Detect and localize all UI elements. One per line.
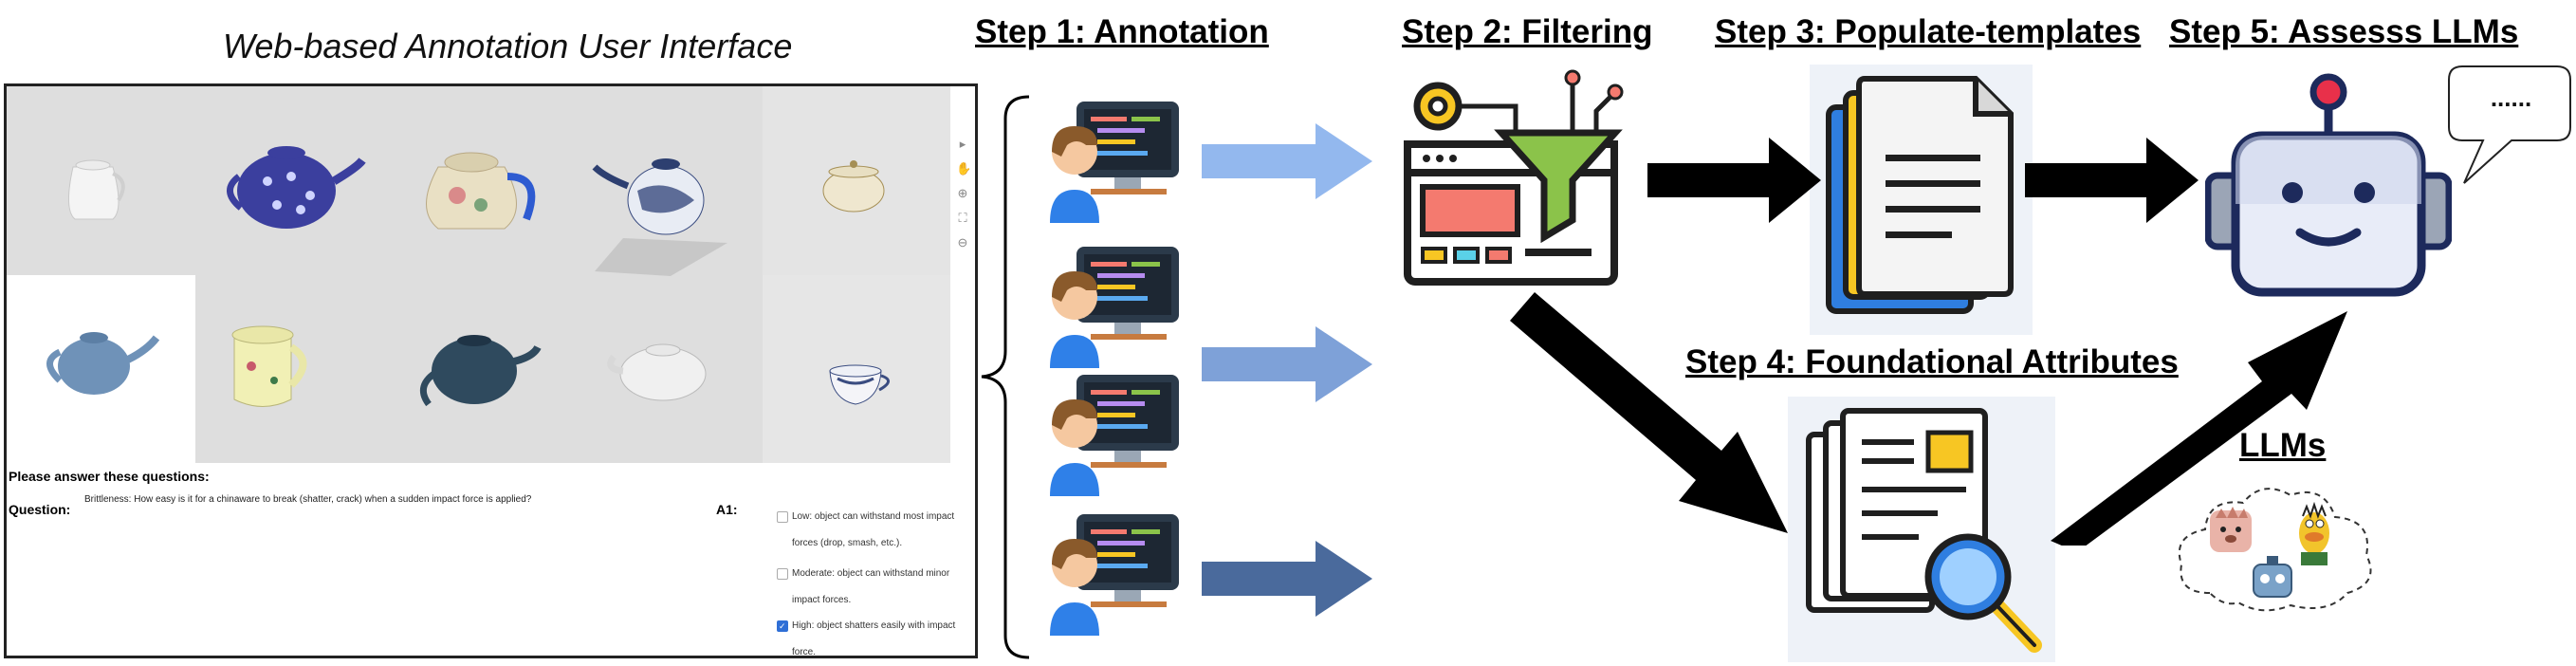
option-high-line1: High: object shatters easily with impact <box>792 620 956 631</box>
option-moderate-line1: Moderate: object can withstand minor <box>792 568 950 579</box>
filter-to-templates-arrow <box>1647 138 1821 223</box>
step5-title: Step 5: Assesss LLMs <box>2169 13 2519 50</box>
step4-title: Step 4: Foundational Attributes <box>1685 343 2179 380</box>
teacup-image <box>829 364 890 405</box>
answer-option-moderate[interactable]: Moderate: object can withstand minor imp… <box>777 561 972 614</box>
filter-to-attributes-arrow <box>1510 292 1788 533</box>
white-jug-image <box>68 159 125 220</box>
floral-teapot-image <box>426 152 536 230</box>
zoom-in-icon[interactable]: ⊕ <box>957 186 968 200</box>
step2-title: Step 2: Filtering <box>1402 13 1653 50</box>
search-document-icon <box>1788 397 2055 662</box>
annotation-arrow-2 <box>1202 326 1372 402</box>
checkbox-moderate[interactable] <box>777 568 788 580</box>
fit-icon[interactable]: ⛶ <box>958 211 967 225</box>
robot-icon <box>2205 73 2452 297</box>
document-stack-icon <box>1810 65 2033 335</box>
viewer-toolstrip: ▸ ✋ ⊕ ⛶ ⊖ <box>953 132 972 255</box>
question-label: Question: <box>9 502 71 517</box>
utah-teapot-image <box>46 332 160 395</box>
step1-title: Step 1: Annotation <box>975 13 1269 50</box>
object-gallery <box>7 86 950 463</box>
ui-title: Web-based Annotation User Interface <box>223 27 793 65</box>
filter-icon <box>1404 69 1624 286</box>
option-low-line1: Low: object can withstand most impact <box>792 511 955 522</box>
llm-cloud-icon <box>2178 488 2372 612</box>
hedgehog-llm-icon <box>2210 507 2252 552</box>
dark-blue-teapot-image <box>419 335 542 407</box>
llms-title: LLMs <box>2239 427 2327 464</box>
teapot-gallery-images <box>7 86 950 463</box>
small-robot-llm-icon <box>2253 556 2292 598</box>
attributes-to-llm-arrow <box>2051 311 2347 546</box>
checkbox-high[interactable] <box>777 613 788 639</box>
bert-muppet-llm-icon <box>2299 501 2329 565</box>
annotator-icon <box>1050 247 1179 368</box>
pointer-icon[interactable]: ▸ <box>959 137 966 151</box>
grouping-brace <box>981 95 1030 659</box>
white-round-teapot-image <box>607 343 707 401</box>
answer-label: A1: <box>716 502 738 517</box>
speech-bubble <box>2448 65 2571 184</box>
checkbox-low[interactable] <box>777 511 788 523</box>
answer-option-low[interactable]: Low: object can withstand most impact fo… <box>777 504 972 557</box>
option-moderate-line2: impact forces. <box>792 595 852 605</box>
annotator-icon <box>1050 375 1179 496</box>
blue-white-teapot-image <box>592 158 727 276</box>
question-text: Brittleness: How easy is it for a chinaw… <box>84 494 532 505</box>
sugar-bowl-image <box>822 160 885 213</box>
speech-bubble-text: ...... <box>2490 83 2532 112</box>
yellow-floral-pot-image <box>231 325 307 407</box>
annotation-ui-screenshot: ▸ ✋ ⊕ ⛶ ⊖ Please answer these questions:… <box>4 83 978 658</box>
annotation-arrow-1 <box>1202 123 1372 199</box>
questions-prompt: Please answer these questions: <box>9 469 210 484</box>
step3-title: Step 3: Populate-templates <box>1715 13 2142 50</box>
option-high-line2: force. <box>792 647 817 657</box>
annotator-icon <box>1050 514 1179 636</box>
option-low-line2: forces (drop, smash, etc.). <box>792 538 903 548</box>
blue-dotted-teapot-image <box>227 146 366 229</box>
zoom-out-icon[interactable]: ⊖ <box>957 235 968 250</box>
annotator-icon <box>1050 102 1179 223</box>
templates-to-llm-arrow <box>2025 138 2199 223</box>
pan-icon[interactable]: ✋ <box>956 161 972 176</box>
answer-option-high[interactable]: High: object shatters easily with impact… <box>777 613 972 657</box>
annotation-arrow-3 <box>1202 541 1372 617</box>
